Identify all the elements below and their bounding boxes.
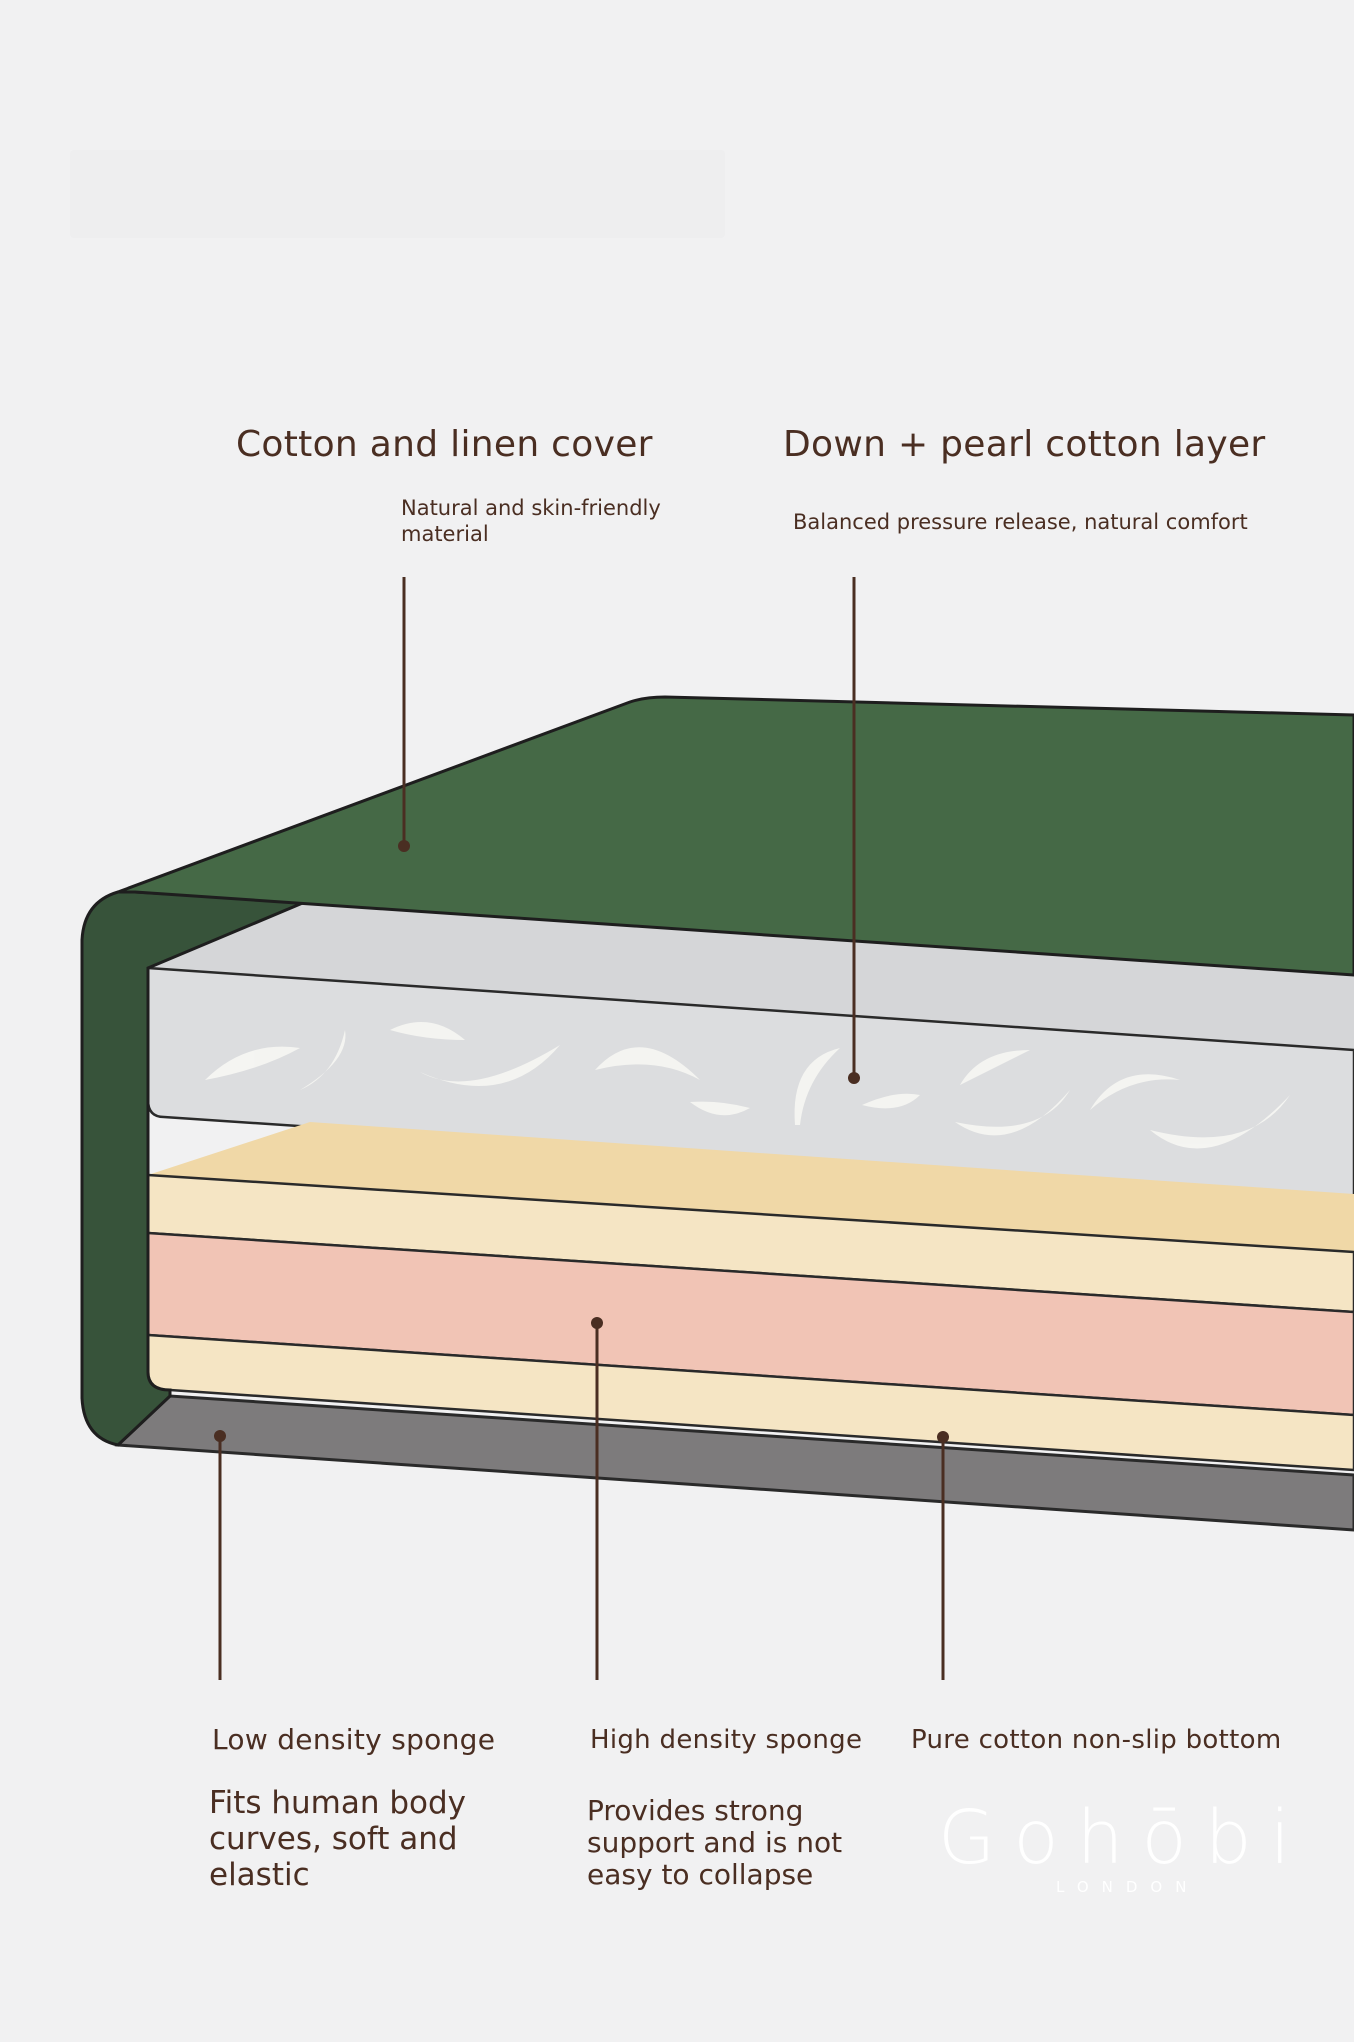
feather-icon: [862, 1093, 920, 1109]
feather-icon: [955, 1090, 1070, 1136]
feather-icon: [420, 1045, 560, 1087]
down-desc: Balanced pressure release, natural comfo…: [793, 510, 1248, 534]
brand-logo: Gohōbi LONDON: [938, 1798, 1323, 1903]
faint-banner: [70, 150, 725, 238]
feather-icon: [1150, 1095, 1290, 1149]
cover-title: Cotton and linen cover: [236, 424, 653, 465]
high-density-leader-dot: [591, 1317, 603, 1329]
low-density-top: [148, 1122, 1354, 1252]
cover-top: [116, 695, 1354, 977]
bottom-leader-dot: [937, 1431, 949, 1443]
down-leader-dot: [848, 1072, 860, 1084]
brand-location: LONDON: [1056, 1878, 1200, 1896]
cover-desc: Natural and skin-friendly material: [401, 496, 661, 546]
down-title: Down + pearl cotton layer: [783, 424, 1266, 465]
high-density-title: High density sponge: [590, 1725, 863, 1755]
cover-leader-dot: [398, 840, 410, 852]
low-density-leader-dot: [214, 1430, 226, 1442]
low-density-desc: Fits human body curves, soft and elastic: [209, 1785, 467, 1893]
feather-icon: [690, 1101, 750, 1116]
feather-icons: [205, 1022, 1290, 1149]
feather-icon: [390, 1022, 465, 1040]
bottom-title: Pure cotton non-slip bottom: [911, 1725, 1282, 1755]
feather-icon: [960, 1050, 1030, 1085]
cover-side: [80, 890, 306, 1447]
low-density-title: Low density sponge: [212, 1723, 496, 1756]
high-density-desc: Provides strong support and is not easy …: [587, 1794, 843, 1891]
feather-icon: [794, 1048, 840, 1125]
feather-icon: [595, 1047, 700, 1080]
feather-icon: [205, 1046, 300, 1080]
brand-name: Gohōbi: [938, 1795, 1309, 1881]
feather-icon: [1090, 1074, 1180, 1110]
